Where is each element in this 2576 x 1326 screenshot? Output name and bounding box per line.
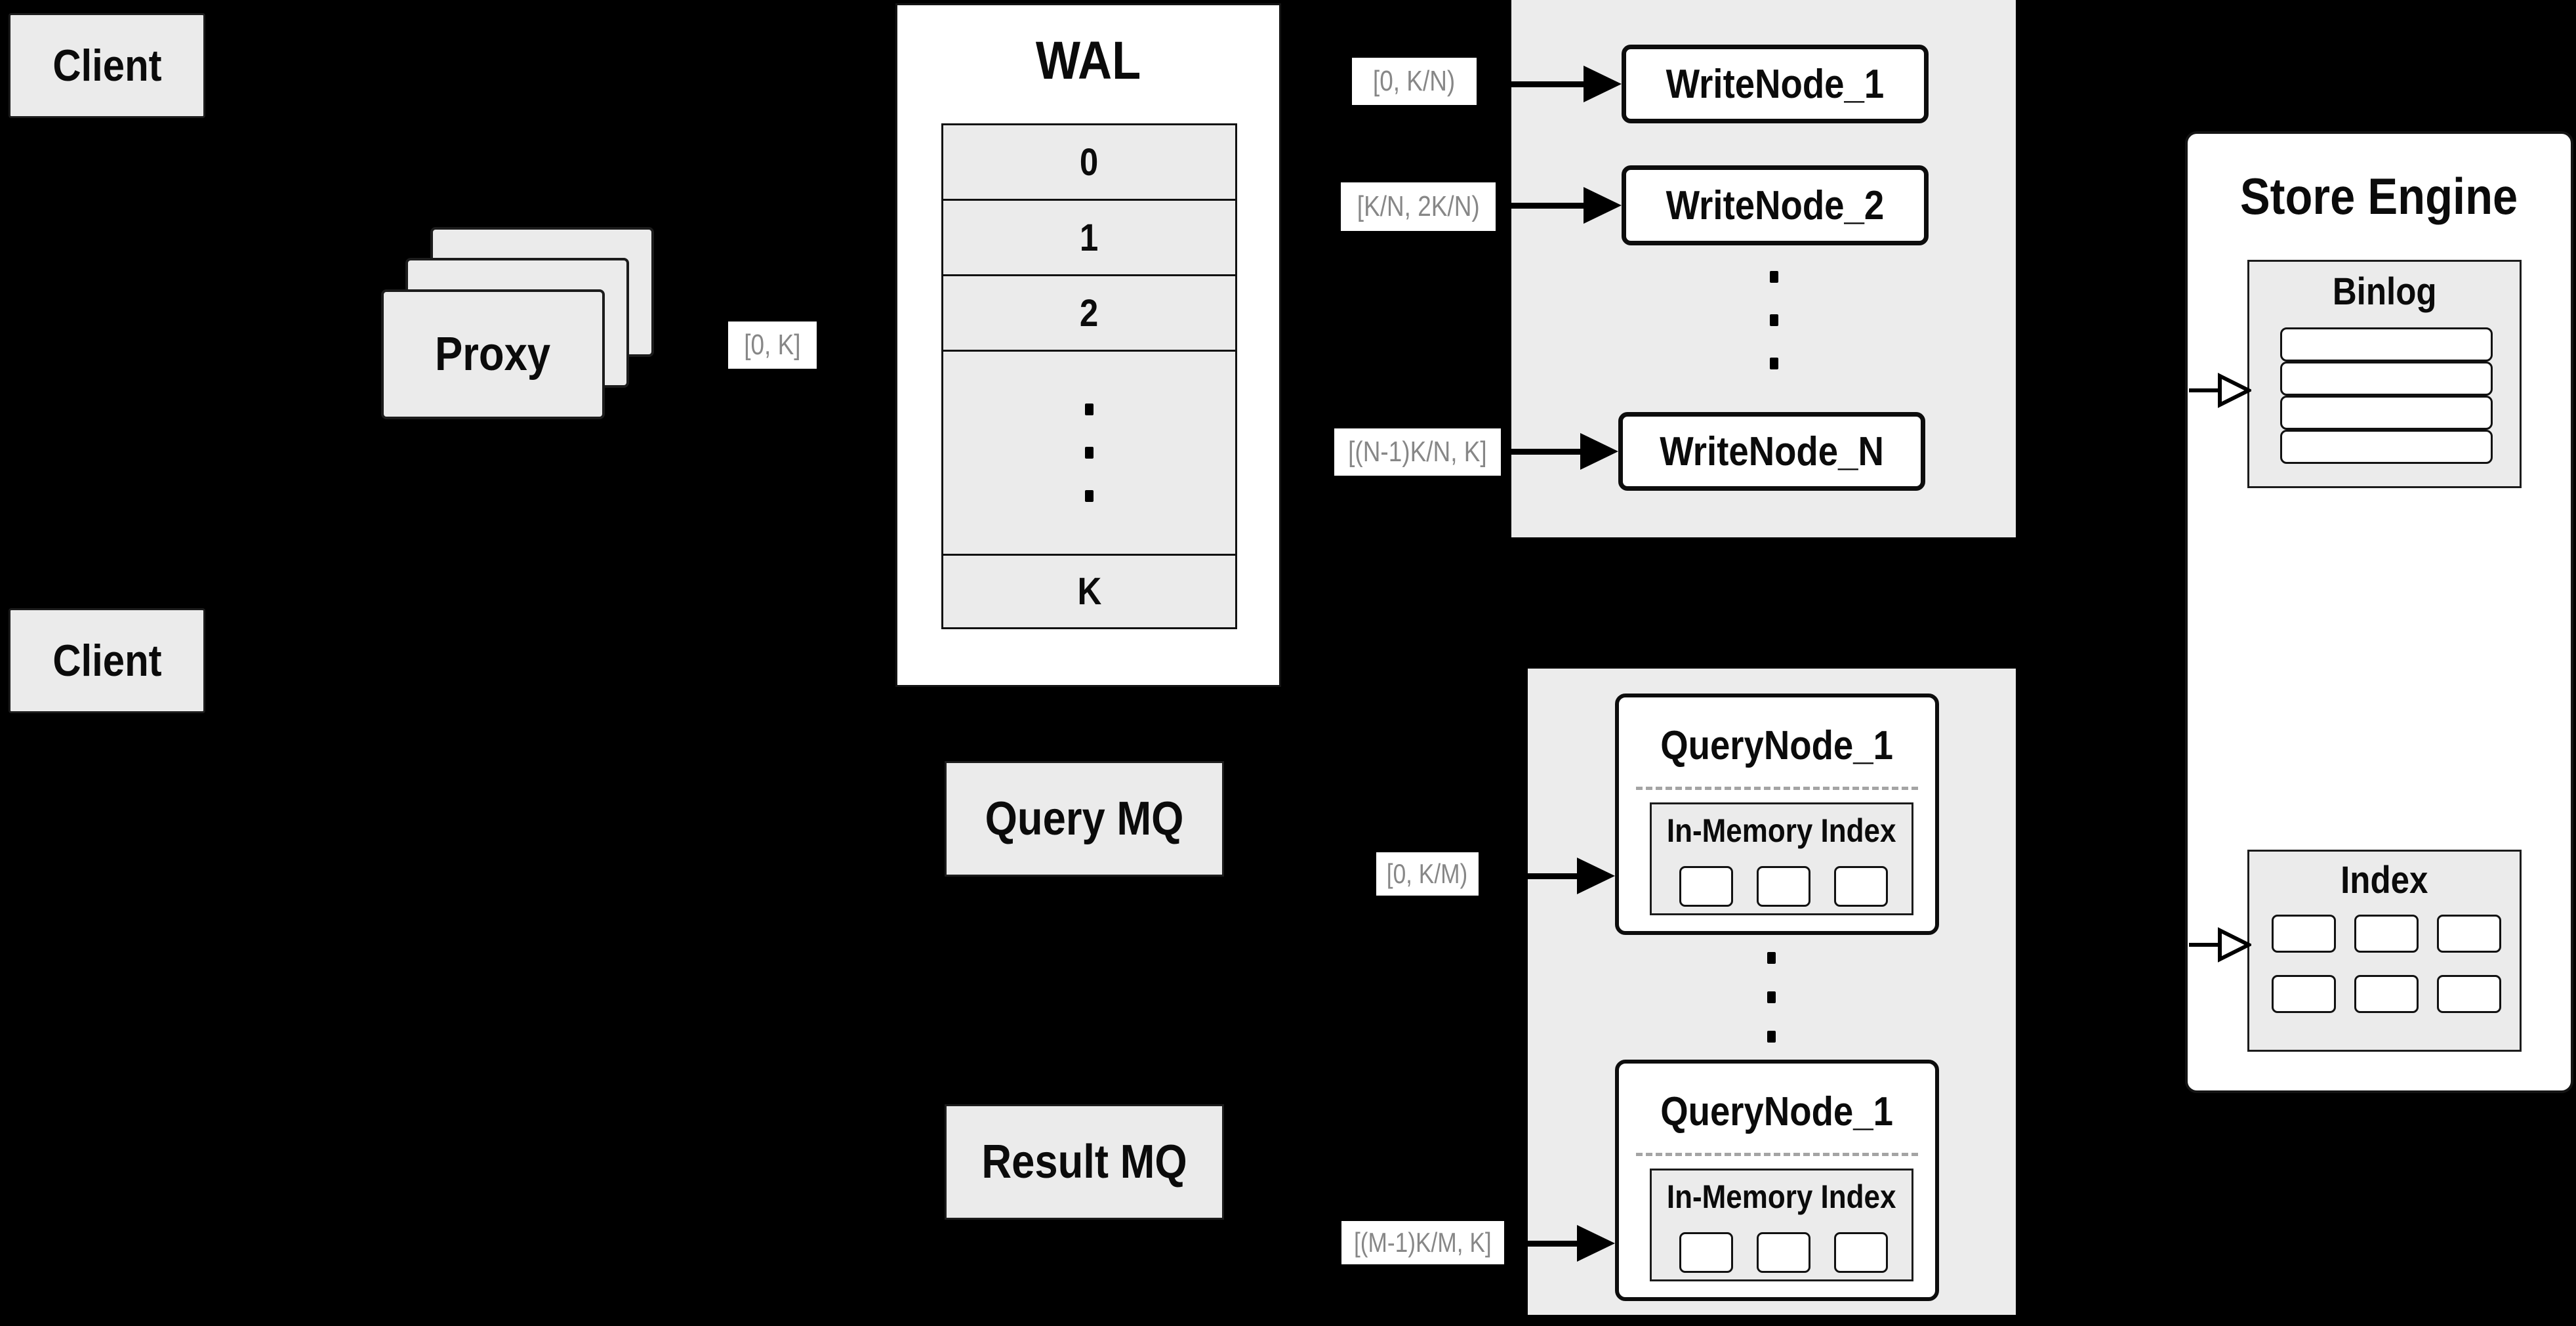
index-cell: [2354, 975, 2419, 1013]
proxy-range-label: [0, K]: [728, 321, 817, 369]
query-mq-box: Query MQ: [945, 761, 1224, 877]
arrow-line-query1: [1528, 873, 1580, 879]
arrow-line-write2: [1511, 203, 1586, 209]
proxy-label: Proxy: [435, 328, 551, 381]
binlog-title: Binlog: [2332, 270, 2437, 313]
arrow-right-icon: [1580, 433, 1618, 470]
query-range-label-1: [0, K/M): [1376, 852, 1479, 896]
wal-ellipsis-dots: [943, 352, 1235, 556]
inmemory-cell: [1757, 1232, 1810, 1273]
inmemory-cell: [1757, 866, 1810, 907]
inmemory-index-title: In-Memory Index: [1667, 812, 1896, 849]
inmemory-cell: [1679, 866, 1733, 907]
dot-icon: [1769, 314, 1778, 326]
wal-row-1: 1: [943, 201, 1235, 276]
write-range-label-2: [K/N, 2K/N): [1341, 182, 1496, 231]
wal-table: 0 1 2 K: [941, 123, 1237, 629]
dot-icon: [1085, 490, 1094, 502]
wal-title: WAL: [1035, 31, 1141, 91]
dashed-divider: [1636, 787, 1918, 790]
dot-icon: [1085, 404, 1094, 415]
index-cell: [2437, 915, 2501, 953]
dashed-divider: [1636, 1153, 1918, 1156]
index-cell: [2354, 915, 2419, 953]
binlog-slot: [2280, 362, 2493, 396]
result-mq-box: Result MQ: [945, 1104, 1224, 1220]
client-top-label: Client: [52, 41, 162, 91]
proxy-box-front: Proxy: [381, 289, 605, 419]
client-box-top: Client: [9, 13, 205, 118]
writenode-box-n: WriteNode_N: [1618, 412, 1925, 491]
client-box-bottom: Client: [9, 608, 205, 713]
arrow-line-write1: [1511, 81, 1586, 87]
inmemory-index-box-1: In-Memory Index: [1650, 802, 1913, 915]
index-cell: [2437, 975, 2501, 1013]
wal-row-0: 0: [943, 125, 1235, 201]
arrow-line-query2: [1528, 1241, 1580, 1247]
arrow-right-icon: [1577, 858, 1615, 894]
arrow-line-writen: [1511, 449, 1582, 455]
inmemory-cell: [1834, 866, 1888, 907]
wal-row-2: 2: [943, 276, 1235, 352]
dot-icon: [1767, 991, 1776, 1003]
open-arrow-right-icon: [2189, 927, 2251, 963]
wal-row-k: K: [1077, 570, 1101, 613]
querynode-box-2: QueryNode_1 In-Memory Index: [1615, 1060, 1939, 1301]
write-range-label-1: [0, K/N): [1352, 58, 1477, 105]
inmemory-index-title: In-Memory Index: [1667, 1178, 1896, 1215]
dot-icon: [1769, 357, 1778, 369]
binlog-slot: [2280, 327, 2493, 362]
binlog-box: Binlog: [2247, 260, 2522, 488]
writenode-ellipsis-dots: [1757, 266, 1790, 374]
wal-panel: WAL 0 1 2 K: [895, 3, 1281, 687]
index-cell: [2272, 975, 2336, 1013]
querynode-2-title: QueryNode_1: [1660, 1088, 1894, 1134]
index-cell: [2272, 915, 2336, 953]
arrow-right-icon: [1577, 1225, 1615, 1262]
dot-icon: [1767, 1031, 1776, 1043]
writenode-box-2: WriteNode_2: [1622, 165, 1929, 245]
querynode-box-1: QueryNode_1 In-Memory Index: [1615, 694, 1939, 935]
query-range-label-2: [(M-1)K/M, K]: [1341, 1221, 1504, 1264]
dot-icon: [1767, 952, 1776, 964]
index-title: Index: [2341, 858, 2428, 901]
dot-icon: [1085, 447, 1094, 459]
querynode-ellipsis-dots: [1755, 948, 1788, 1046]
dot-icon: [1769, 270, 1778, 283]
binlog-slot: [2280, 396, 2493, 430]
store-engine-title: Store Engine: [2240, 167, 2518, 225]
binlog-slot: [2280, 430, 2493, 464]
inmemory-cell: [1834, 1232, 1888, 1273]
arrow-right-icon: [1584, 66, 1622, 102]
client-bottom-label: Client: [52, 636, 162, 686]
inmemory-cell: [1679, 1232, 1733, 1273]
arrow-right-icon: [1584, 187, 1622, 224]
writenode-box-1: WriteNode_1: [1622, 45, 1929, 123]
write-range-label-n: [(N-1)K/N, K]: [1334, 428, 1501, 476]
index-box: Index: [2247, 850, 2522, 1052]
inmemory-index-box-2: In-Memory Index: [1650, 1169, 1913, 1281]
querynode-1-title: QueryNode_1: [1660, 722, 1894, 768]
open-arrow-right-icon: [2189, 373, 2251, 408]
